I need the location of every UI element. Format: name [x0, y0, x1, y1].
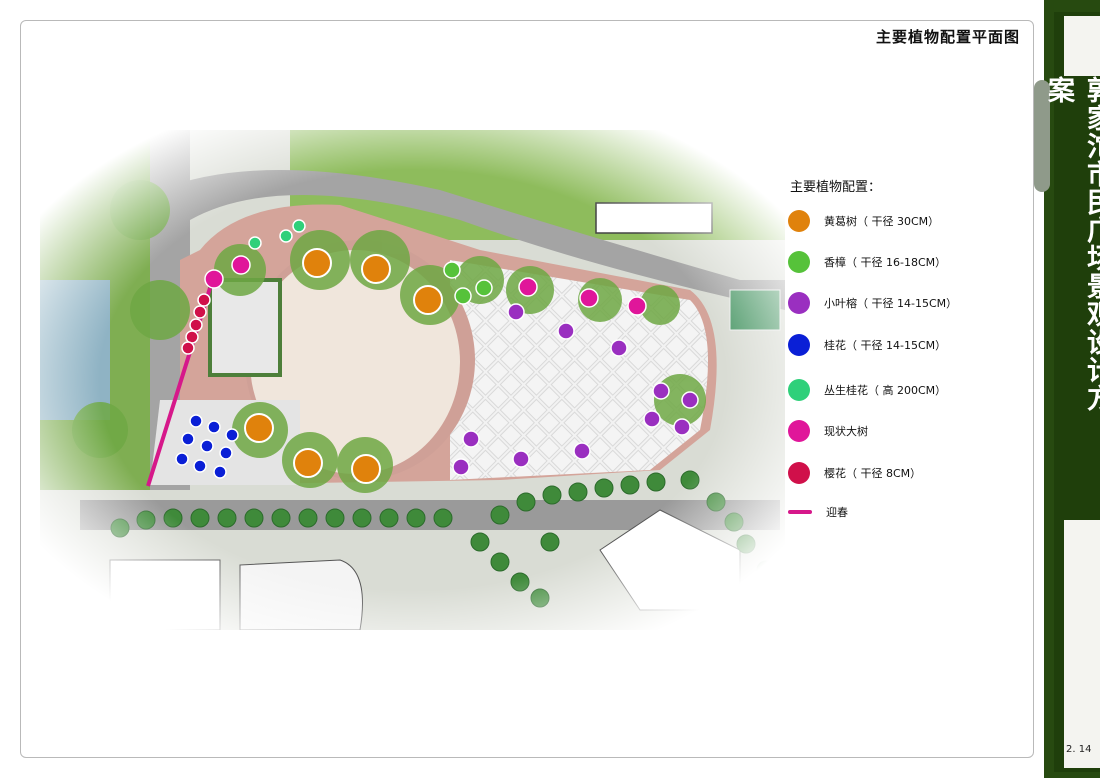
- side-tab: [1034, 80, 1050, 192]
- side-band-bottom-panel: [1064, 520, 1100, 768]
- legend-item-sakura: 樱花（ 干径 8CM）: [788, 460, 921, 486]
- legend-label: 小叶榕（ 干径 14-15CM）: [824, 297, 958, 310]
- legend-label: 现状大树: [824, 425, 868, 438]
- legend-label: 黄葛树（ 干径 30CM）: [824, 215, 940, 228]
- magenta-circle-icon: [788, 420, 810, 442]
- legend-label: 桂花（ 干径 14-15CM）: [824, 339, 947, 352]
- magenta-line-icon: [788, 510, 812, 514]
- edge-fade: [40, 130, 785, 630]
- legend-label: 迎春: [826, 506, 848, 519]
- page-title: 主要植物配置平面图: [876, 28, 1021, 46]
- crimson-circle-icon: [788, 462, 810, 484]
- purple-circle-icon: [788, 292, 810, 314]
- legend-item-guihua: 桂花（ 干径 14-15CM）: [788, 332, 946, 358]
- orange-circle-icon: [788, 210, 810, 232]
- project-title-text: 郭家沱市民广场景观设计方案: [1043, 76, 1100, 412]
- legend-item-xiangzhang: 香樟（ 干径 16-18CM）: [788, 249, 946, 275]
- site-plan: [40, 130, 785, 630]
- legend-item-congsheng-guihua: 丛生桂花（ 高 200CM）: [788, 377, 946, 403]
- legend-item-existing-tree: 现状大树: [788, 418, 868, 444]
- legend-label: 丛生桂花（ 高 200CM）: [824, 384, 947, 397]
- legend-item-huangge: 黄葛树（ 干径 30CM）: [788, 208, 939, 234]
- mint-circle-icon: [788, 379, 810, 401]
- legend-label: 香樟（ 干径 16-18CM）: [824, 256, 947, 269]
- legend-label: 樱花（ 干径 8CM）: [824, 467, 922, 480]
- project-title: 郭家沱市民广场景观设计方案: [1043, 76, 1100, 416]
- page-number: 2. 14: [1066, 744, 1092, 755]
- legend-item-yingchun: 迎春: [788, 499, 848, 525]
- green-circle-icon: [788, 251, 810, 273]
- side-band-top-panel: [1064, 16, 1100, 76]
- legend-title: 主要植物配置：: [790, 180, 882, 195]
- legend-item-xiaoyerong: 小叶榕（ 干径 14-15CM）: [788, 290, 957, 316]
- blue-circle-icon: [788, 334, 810, 356]
